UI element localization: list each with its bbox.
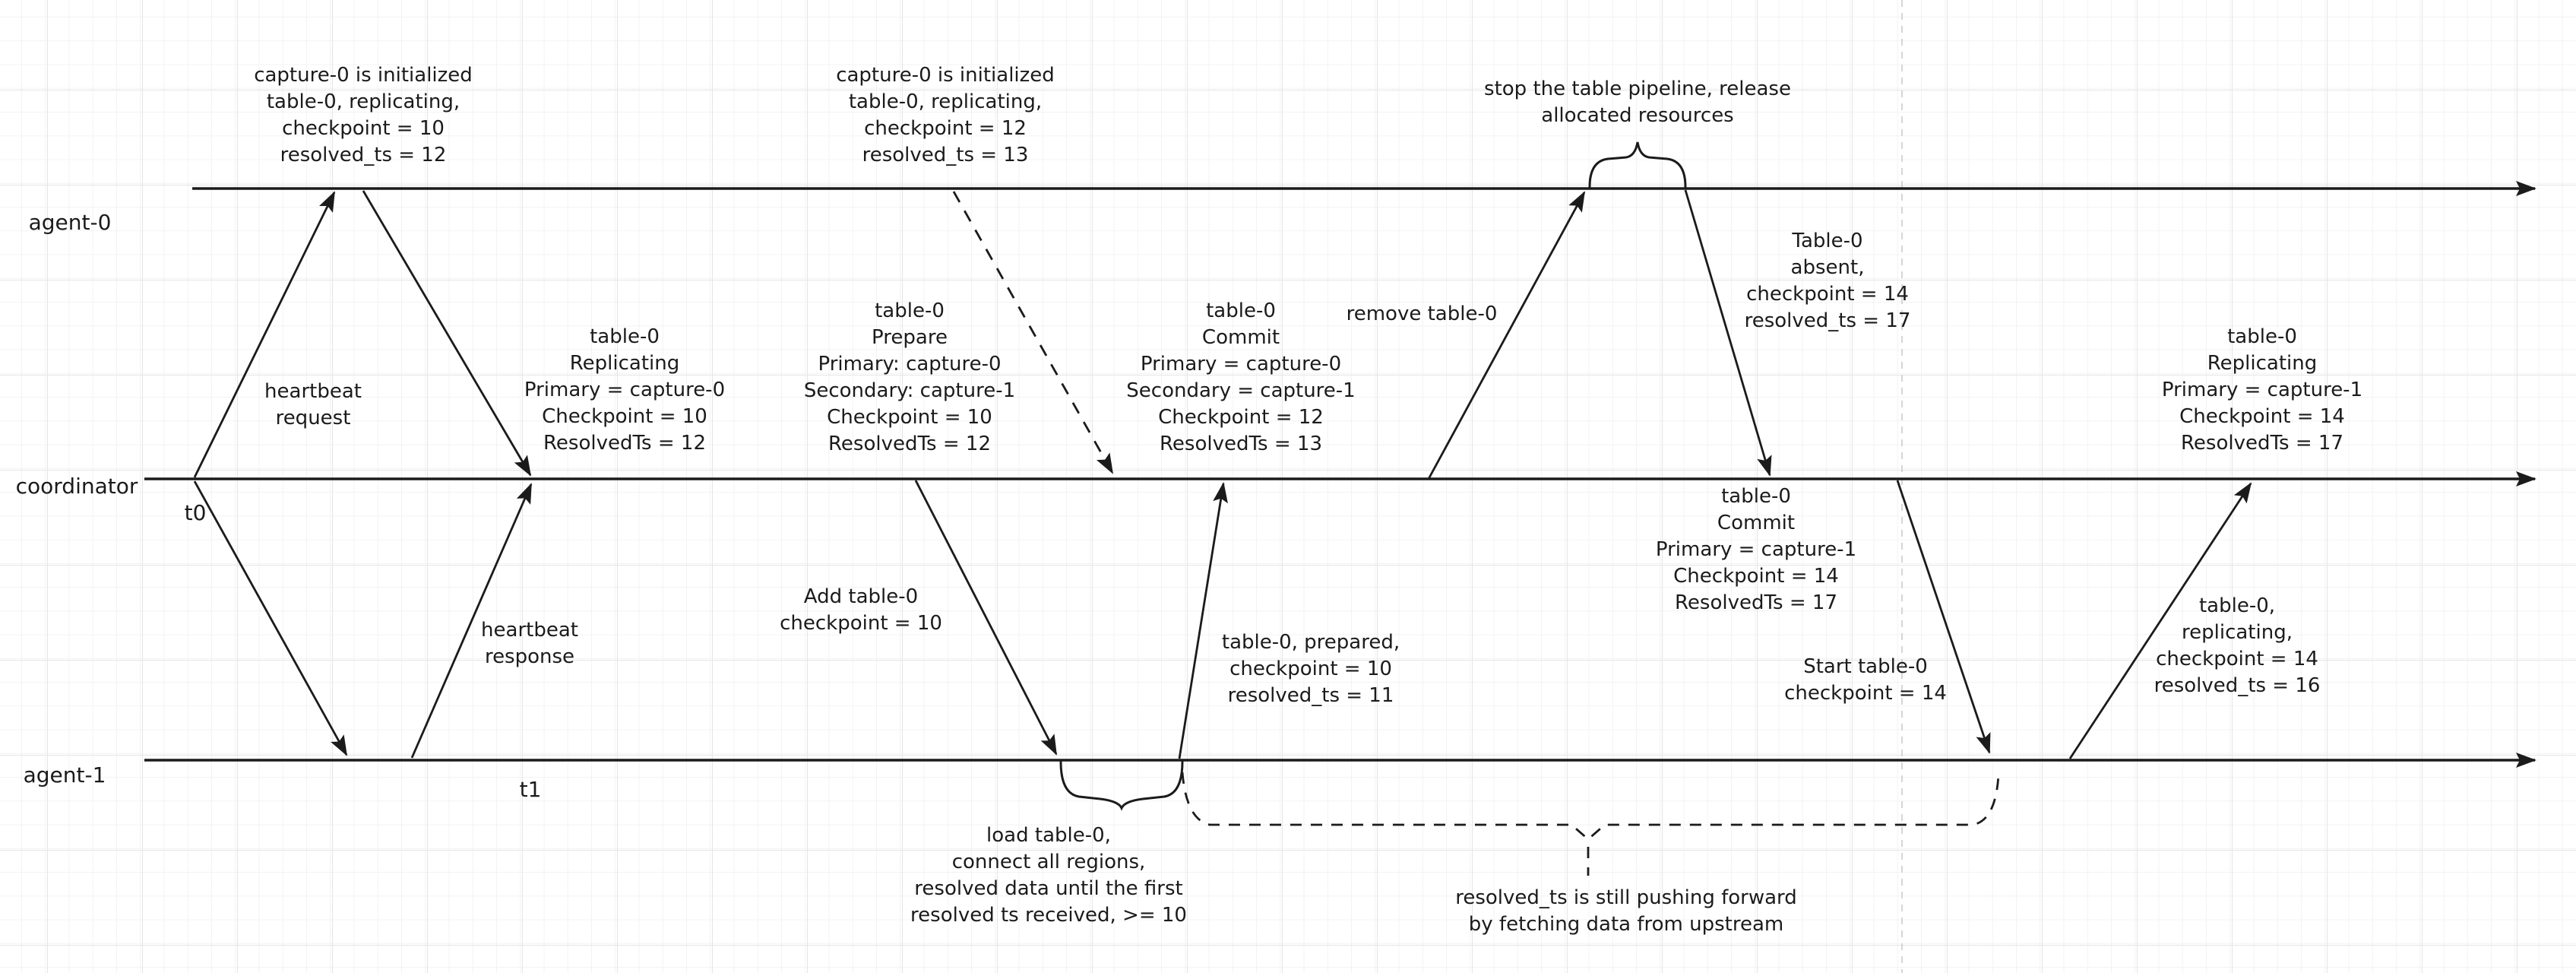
label-remove-table0: remove table-0 [1346, 303, 1498, 325]
label-table0-replicating-msg: table-0, replicating, checkpoint = 14 re… [2154, 594, 2321, 697]
note-resolved-ts-pushing: resolved_ts is still pushing forward by … [1455, 886, 1797, 936]
label-heartbeat-response: heartbeat response [481, 619, 578, 668]
brace-load-table0 [1059, 760, 1184, 811]
arrow-dashed-capture0-init2-to-coordinator [952, 191, 1114, 474]
state-table0-commit-capture1: table-0 Commit Primary = capture-1 Check… [1655, 485, 1857, 614]
time-marker-t0: t0 [184, 500, 207, 525]
label-heartbeat-request: heartbeat request [264, 380, 362, 429]
note-stop-pipeline: stop the table pipeline, release allocat… [1484, 78, 1791, 127]
note-table0-absent: Table-0 absent, checkpoint = 14 resolved… [1744, 230, 1911, 332]
arrow-start-table0-to-agent1 [1896, 480, 1991, 754]
label-start-table0: Start table-0 checkpoint = 14 [1784, 655, 1947, 705]
note-capture0-initialized-2: capture-0 is initialized table-0, replic… [836, 64, 1055, 166]
arrow-heartbeat-response-to-coordinator [410, 483, 533, 759]
arrow-table0-prepared-to-coordinator [1178, 482, 1228, 759]
arrow-table0-replicating-to-coordinator [2068, 482, 2252, 759]
state-table0-commit-capture0: table-0 Commit Primary = capture-0 Secon… [1126, 300, 1356, 455]
note-capture0-initialized-1: capture-0 is initialized table-0, replic… [254, 64, 473, 166]
note-load-table0: load table-0, connect all regions, resol… [910, 824, 1187, 927]
lifeline-label-agent-1: agent-1 [23, 762, 106, 788]
state-table0-replicating-capture0: table-0 Replicating Primary = capture-0 … [524, 325, 726, 455]
arrow-table0-absent-to-coordinator [1684, 189, 1772, 477]
label-add-table0: Add table-0 checkpoint = 10 [780, 585, 942, 635]
time-marker-t1: t1 [519, 777, 542, 802]
arrow-capture0-init-to-coordinator [362, 190, 532, 477]
arrow-remove-table0-to-agent0 [1427, 191, 1586, 480]
state-table0-replicating-capture1: table-0 Replicating Primary = capture-1 … [2161, 325, 2363, 455]
arrow-add-table0-to-agent1 [914, 480, 1058, 756]
arrow-heartbeat-request-to-agent1 [193, 480, 348, 756]
label-table0-prepared: table-0, prepared, checkpoint = 10 resol… [1221, 631, 1400, 707]
dashed-connector-resolved-ts [1181, 772, 2000, 841]
brace-stop-pipeline [1588, 141, 1687, 189]
lifeline-label-agent-0: agent-0 [28, 210, 112, 235]
state-table0-prepare: table-0 Prepare Primary: capture-0 Secon… [803, 300, 1016, 455]
lifeline-label-coordinator: coordinator [15, 474, 138, 499]
arrow-heartbeat-request-to-agent0 [193, 191, 336, 478]
